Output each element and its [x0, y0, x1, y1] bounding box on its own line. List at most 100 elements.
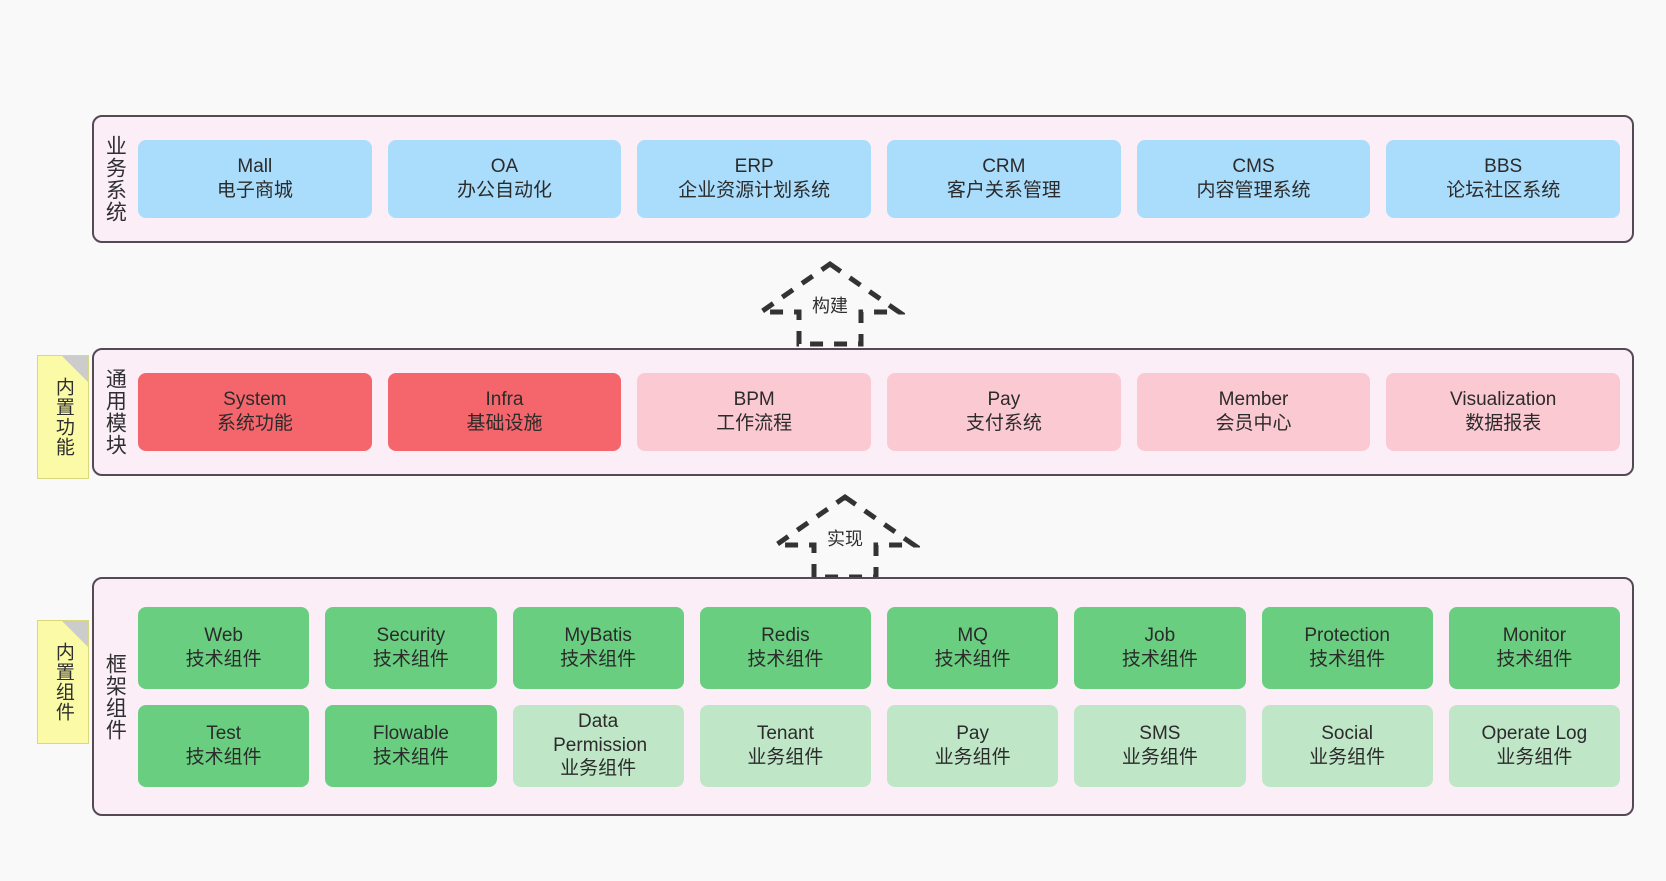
layer-framework-component-label: 框架组件: [103, 652, 127, 741]
card-visualization[interactable]: Visualization 数据报表: [1386, 373, 1621, 451]
card-subtitle: 支付系统: [965, 413, 1042, 434]
note-fold-corner-icon: [62, 356, 88, 382]
card-mall[interactable]: Mall 电子商城: [138, 140, 372, 218]
card-social[interactable]: Social 业务组件: [1261, 704, 1433, 787]
card-title: Test: [206, 722, 242, 744]
sticky-note-text: 内置功能: [52, 377, 74, 457]
card-subtitle: 办公自动化: [457, 180, 553, 201]
build-arrow: 构建: [753, 258, 907, 348]
card-subtitle: 技术组件: [560, 648, 637, 670]
sticky-note-builtin-function: 内置功能: [37, 355, 89, 479]
card-tenant[interactable]: Tenant 业务组件: [699, 704, 871, 787]
card-erp[interactable]: ERP 企业资源计划系统: [637, 140, 872, 218]
card-subtitle: 企业资源计划系统: [678, 180, 831, 201]
card-title: Flowable: [372, 722, 449, 744]
card-protection[interactable]: Protection 技术组件: [1261, 606, 1433, 689]
card-subtitle: 技术组件: [185, 648, 262, 670]
layer-framework-component-body: Web 技术组件 Security 技术组件 MyBatis 技术组件 Redi…: [134, 579, 1632, 814]
card-title: BBS: [1484, 156, 1523, 178]
card-subtitle: 技术组件: [1309, 648, 1386, 670]
card-title: BPM: [733, 389, 775, 411]
card-title: OA: [490, 156, 519, 178]
sticky-note-text: 内置组件: [52, 642, 74, 722]
card-subtitle: 技术组件: [372, 648, 449, 670]
card-web[interactable]: Web 技术组件: [138, 606, 310, 689]
card-title: CRM: [982, 156, 1026, 178]
card-subtitle: 业务组件: [934, 746, 1011, 768]
card-subtitle: 基础设施: [466, 413, 543, 434]
card-title: ERP: [734, 156, 774, 178]
card-data-permission[interactable]: Data Permission 业务组件: [512, 704, 684, 787]
card-subtitle: 内容管理系统: [1196, 180, 1311, 201]
card-subtitle: 数据报表: [1465, 413, 1542, 434]
card-redis[interactable]: Redis 技术组件: [699, 606, 871, 689]
note-fold-corner-icon: [62, 621, 88, 647]
card-row: Web 技术组件 Security 技术组件 MyBatis 技术组件 Redi…: [138, 606, 1620, 689]
card-infra[interactable]: Infra 基础设施: [387, 373, 622, 451]
card-row: System 系统功能 Infra 基础设施 BPM 工作流程 Pay 支付系统…: [138, 373, 1621, 451]
card-title: CMS: [1232, 156, 1275, 178]
card-title: Pay: [956, 722, 989, 744]
card-operate-log[interactable]: Operate Log 业务组件: [1448, 704, 1620, 787]
card-title: Social: [1321, 722, 1373, 744]
card-bpm[interactable]: BPM 工作流程: [637, 373, 872, 451]
card-title: MyBatis: [564, 624, 632, 646]
card-title: Job: [1144, 624, 1176, 646]
card-subtitle: 技术组件: [1496, 648, 1573, 670]
card-cms[interactable]: CMS 内容管理系统: [1136, 140, 1371, 218]
card-subtitle: 系统功能: [216, 413, 293, 434]
card-title: Tenant: [756, 722, 814, 744]
card-subtitle: 业务组件: [1121, 746, 1198, 768]
card-crm[interactable]: CRM 客户关系管理: [887, 140, 1121, 218]
card-bbs[interactable]: BBS 论坛社区系统: [1386, 140, 1621, 218]
card-test[interactable]: Test 技术组件: [138, 704, 310, 787]
card-title: Redis: [761, 624, 810, 646]
layer-common-module-body: System 系统功能 Infra 基础设施 BPM 工作流程 Pay 支付系统…: [134, 350, 1632, 474]
card-title: Protection: [1304, 624, 1390, 646]
layer-business-system: 业务系统 Mall 电子商城 OA 办公自动化 ERP 企业资源计划系统 CRM…: [92, 115, 1634, 243]
card-subtitle: 业务组件: [1496, 746, 1573, 768]
card-subtitle: 论坛社区系统: [1446, 180, 1561, 201]
card-subtitle: 会员中心: [1215, 413, 1292, 434]
card-pay-business[interactable]: Pay 业务组件: [887, 704, 1059, 787]
card-mq[interactable]: MQ 技术组件: [887, 606, 1059, 689]
card-subtitle: 技术组件: [934, 648, 1011, 670]
card-subtitle: 技术组件: [747, 648, 824, 670]
card-title: Infra: [485, 389, 524, 411]
card-title: SMS: [1139, 722, 1181, 744]
card-monitor[interactable]: Monitor 技术组件: [1448, 606, 1620, 689]
layer-common-module-label: 通用模块: [103, 368, 127, 456]
card-system[interactable]: System 系统功能: [138, 373, 372, 451]
card-title: Operate Log: [1481, 722, 1588, 744]
card-title: Web: [204, 624, 243, 646]
card-title: Visualization: [1450, 389, 1557, 411]
card-title: Data Permission: [553, 710, 648, 756]
card-security[interactable]: Security 技术组件: [325, 606, 497, 689]
card-title: Pay: [987, 389, 1021, 411]
card-subtitle: 技术组件: [185, 746, 262, 768]
card-mybatis[interactable]: MyBatis 技术组件: [512, 606, 684, 689]
card-flowable[interactable]: Flowable 技术组件: [325, 704, 497, 787]
card-subtitle: 工作流程: [716, 413, 793, 434]
card-oa[interactable]: OA 办公自动化: [387, 140, 622, 218]
card-subtitle: 客户关系管理: [946, 180, 1061, 201]
card-title: Monitor: [1502, 624, 1567, 646]
card-subtitle: 技术组件: [372, 746, 449, 768]
card-member[interactable]: Member 会员中心: [1136, 373, 1371, 451]
card-sms[interactable]: SMS 业务组件: [1074, 704, 1246, 787]
layer-framework-component: 框架组件 Web 技术组件 Security 技术组件 MyBatis 技术组件…: [92, 577, 1634, 816]
card-title: MQ: [957, 624, 988, 646]
card-subtitle: 业务组件: [1309, 746, 1386, 768]
layer-common-module: 通用模块 System 系统功能 Infra 基础设施 BPM 工作流程 Pay…: [92, 348, 1634, 476]
implement-arrow-label: 实现: [827, 529, 863, 549]
card-title: System: [223, 389, 287, 411]
card-job[interactable]: Job 技术组件: [1074, 606, 1246, 689]
card-title: Security: [376, 624, 446, 646]
card-pay[interactable]: Pay 支付系统: [887, 373, 1121, 451]
layer-business-system-label: 业务系统: [103, 135, 127, 223]
card-row: Mall 电子商城 OA 办公自动化 ERP 企业资源计划系统 CRM 客户关系…: [138, 140, 1621, 218]
card-subtitle: 电子商城: [216, 180, 293, 201]
card-subtitle: 业务组件: [747, 746, 824, 768]
card-subtitle: 技术组件: [1121, 648, 1198, 670]
